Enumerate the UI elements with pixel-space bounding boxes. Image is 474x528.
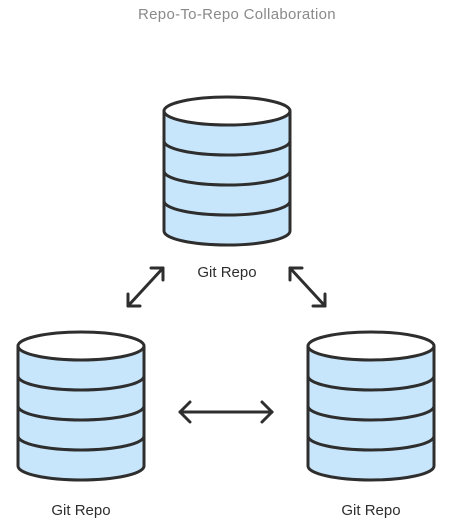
database-icon-right [306, 330, 436, 482]
diagram-title: Repo-To-Repo Collaboration [138, 6, 336, 23]
node-label-right: Git Repo [341, 502, 401, 519]
database-icon-top [162, 95, 292, 247]
bidirectional-arrow-horizontal [178, 400, 274, 424]
bidirectional-arrow-top-right [288, 266, 327, 308]
database-icon-left [16, 330, 146, 482]
node-label-left: Git Repo [51, 502, 111, 519]
node-label-top: Git Repo [197, 264, 257, 281]
bidirectional-arrow-top-left [126, 266, 165, 308]
